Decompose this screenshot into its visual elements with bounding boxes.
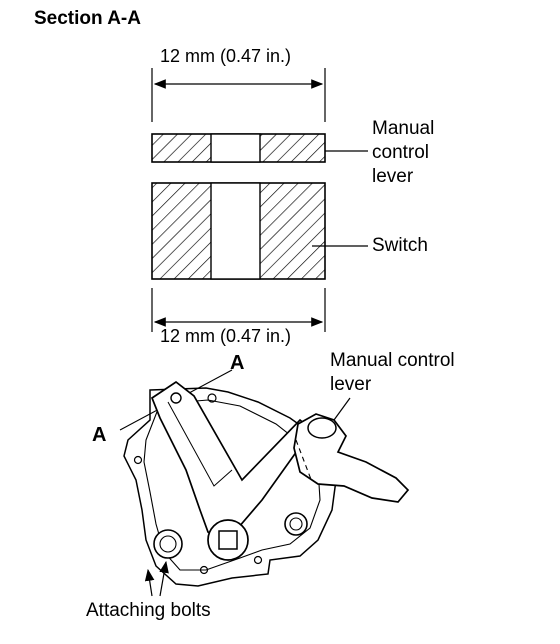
bottom-dimension-label: 12 mm (0.47 in.): [160, 326, 292, 346]
diagram-title: Section A-A: [34, 8, 141, 29]
attaching-bolt-right: [284, 512, 308, 536]
bottom-dimension-line: [151, 288, 326, 332]
top-dimension-label: 12 mm (0.47 in.): [160, 46, 292, 66]
assembly-view: [119, 369, 410, 597]
switch-housing-outline: [123, 387, 337, 587]
lever-label-line-3: lever: [372, 166, 414, 187]
lever-label-line-2: control: [372, 142, 430, 163]
housing-inner-rim: [143, 399, 321, 571]
lever-label-line-1: Manual: [372, 118, 435, 139]
section-view: [151, 68, 368, 332]
section-mark-left: A: [92, 424, 107, 446]
switch-label: Switch: [372, 235, 428, 256]
assembly-lever-label-line-1: Manual control: [330, 350, 455, 371]
switch-section: [151, 182, 326, 280]
lever-section: [151, 133, 326, 163]
lever-arm: [150, 380, 314, 542]
assembly-lever-label-line-2: lever: [330, 374, 372, 395]
attaching-bolts-label: Attaching bolts: [86, 600, 211, 621]
attaching-bolt-left: [153, 529, 183, 559]
section-mark-top: A: [230, 352, 245, 374]
top-dimension-line: [151, 68, 326, 122]
